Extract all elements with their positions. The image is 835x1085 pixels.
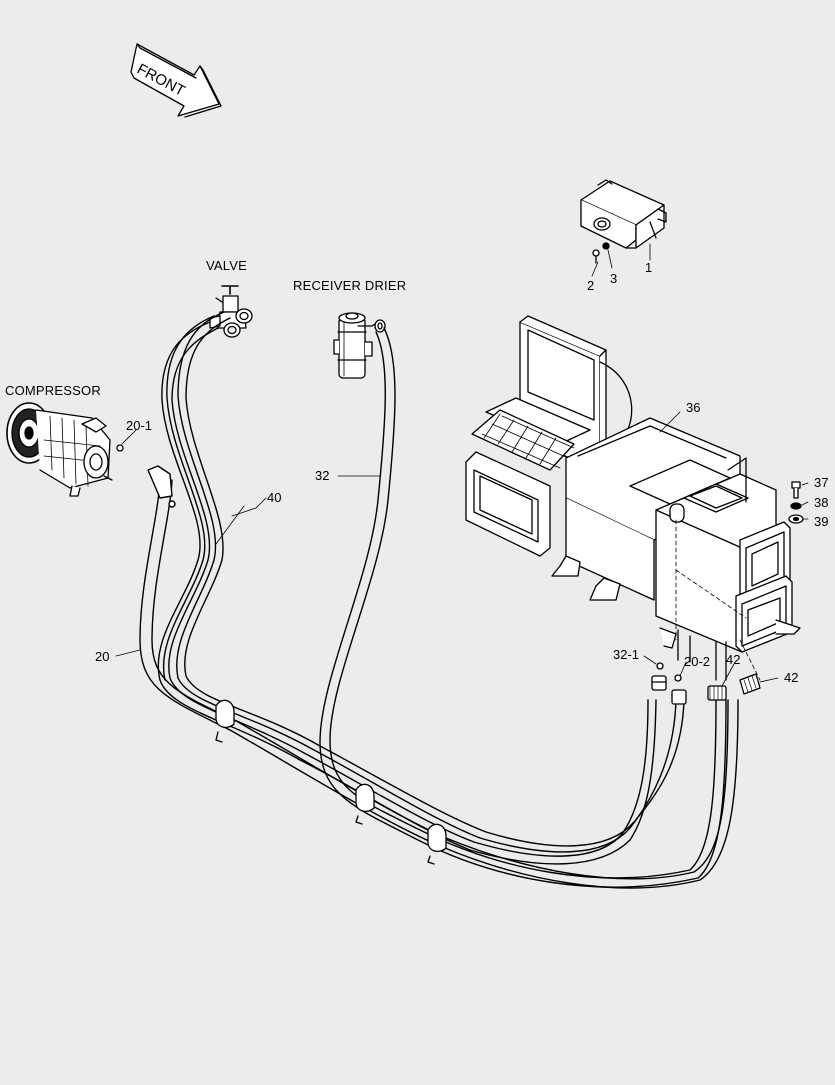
callout-42-a: 42 bbox=[726, 652, 741, 667]
callout-32-1: 32-1 bbox=[613, 647, 640, 662]
callout-37: 37 bbox=[814, 475, 829, 490]
front-arrow: FRONT bbox=[130, 43, 222, 118]
heater-unit bbox=[465, 315, 801, 681]
callout-36: 36 bbox=[686, 400, 701, 415]
callout-42-b: 42 bbox=[784, 670, 799, 685]
callout-1: 1 bbox=[645, 260, 653, 275]
compressor-caption: COMPRESSOR bbox=[5, 383, 101, 398]
valve-caption: VALVE bbox=[206, 258, 247, 273]
bolt-washer-parts bbox=[788, 481, 804, 524]
hose-clamps bbox=[215, 699, 447, 865]
callout-39: 39 bbox=[814, 514, 829, 529]
hose-20 bbox=[139, 465, 739, 889]
callout-2: 2 bbox=[587, 278, 595, 293]
leader-lines bbox=[115, 411, 809, 687]
receiver-drier-caption: RECEIVER DRIER bbox=[293, 278, 407, 293]
callout-3: 3 bbox=[610, 271, 618, 286]
control-box bbox=[580, 179, 667, 277]
receiver-drier bbox=[333, 312, 386, 379]
callout-40: 40 bbox=[267, 490, 282, 505]
expansion-valve bbox=[209, 285, 253, 338]
compressor bbox=[6, 402, 124, 497]
callout-32: 32 bbox=[315, 468, 330, 483]
callout-20-1: 20-1 bbox=[126, 418, 153, 433]
callout-38: 38 bbox=[814, 495, 829, 510]
hose-fittings bbox=[651, 662, 761, 705]
callout-20-2: 20-2 bbox=[684, 654, 711, 669]
callout-20: 20 bbox=[95, 649, 110, 664]
